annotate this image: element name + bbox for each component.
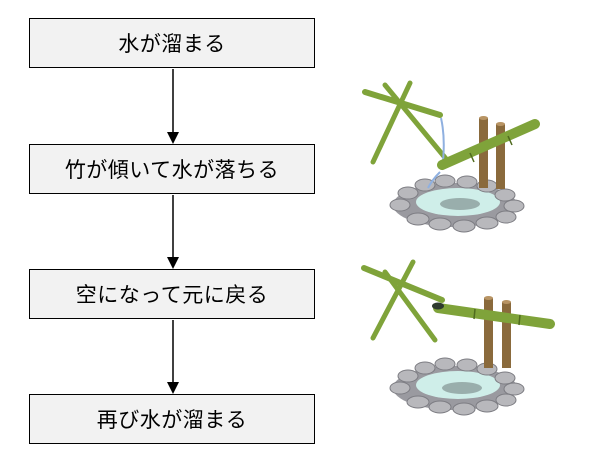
step-label-2: 竹が傾いて水が落ちる (64, 158, 280, 182)
step-box-1: 水が溜まる (29, 18, 315, 68)
step-label-4: 再び水が溜まる (96, 408, 248, 432)
step-box-3: 空になって元に戻る (29, 269, 315, 319)
bamboo-tube-icon (432, 302, 555, 329)
wooden-posts-icon (484, 296, 511, 368)
stone-basin-icon (389, 357, 525, 416)
wooden-posts-icon (479, 116, 505, 189)
step-box-2: 竹が傾いて水が落ちる (29, 144, 315, 194)
water-pipe-icon (361, 259, 445, 343)
water-pipe-icon (362, 80, 450, 171)
bamboo-tube-icon (427, 119, 540, 189)
step-box-4: 再び水が溜まる (29, 394, 315, 444)
step-label-1: 水が溜まる (118, 32, 226, 56)
stone-basin-icon (389, 174, 525, 233)
step-label-3: 空になって元に戻る (75, 283, 269, 307)
